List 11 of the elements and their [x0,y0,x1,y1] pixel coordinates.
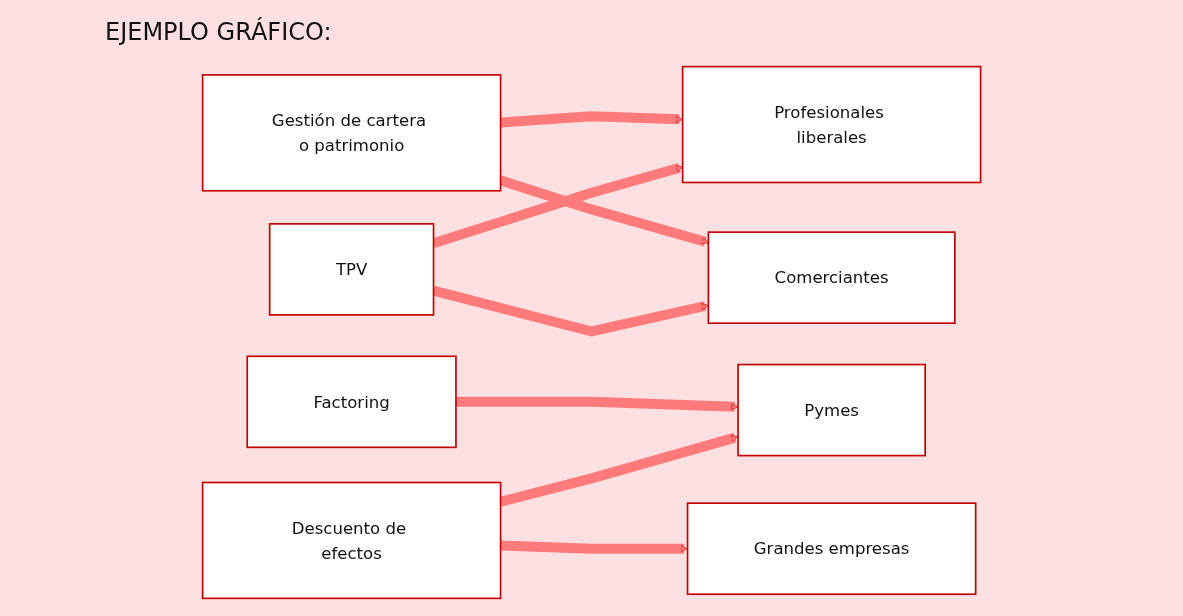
node-box: TPV [268,223,435,316]
node-box: Grandes empresas [686,502,977,596]
arrow [500,111,683,128]
node-box: Pymes [737,363,926,457]
arrow [500,540,688,554]
node-box: Descuento de efectos [201,481,502,600]
node-box: Profesionales liberales [681,65,982,184]
node-box: Factoring [246,355,457,449]
node-box: Gestión de cartera o patrimonio [201,74,502,192]
node-box: Comerciantes [707,231,956,324]
diagram-title: EJEMPLO GRÁFICO: [105,18,332,46]
